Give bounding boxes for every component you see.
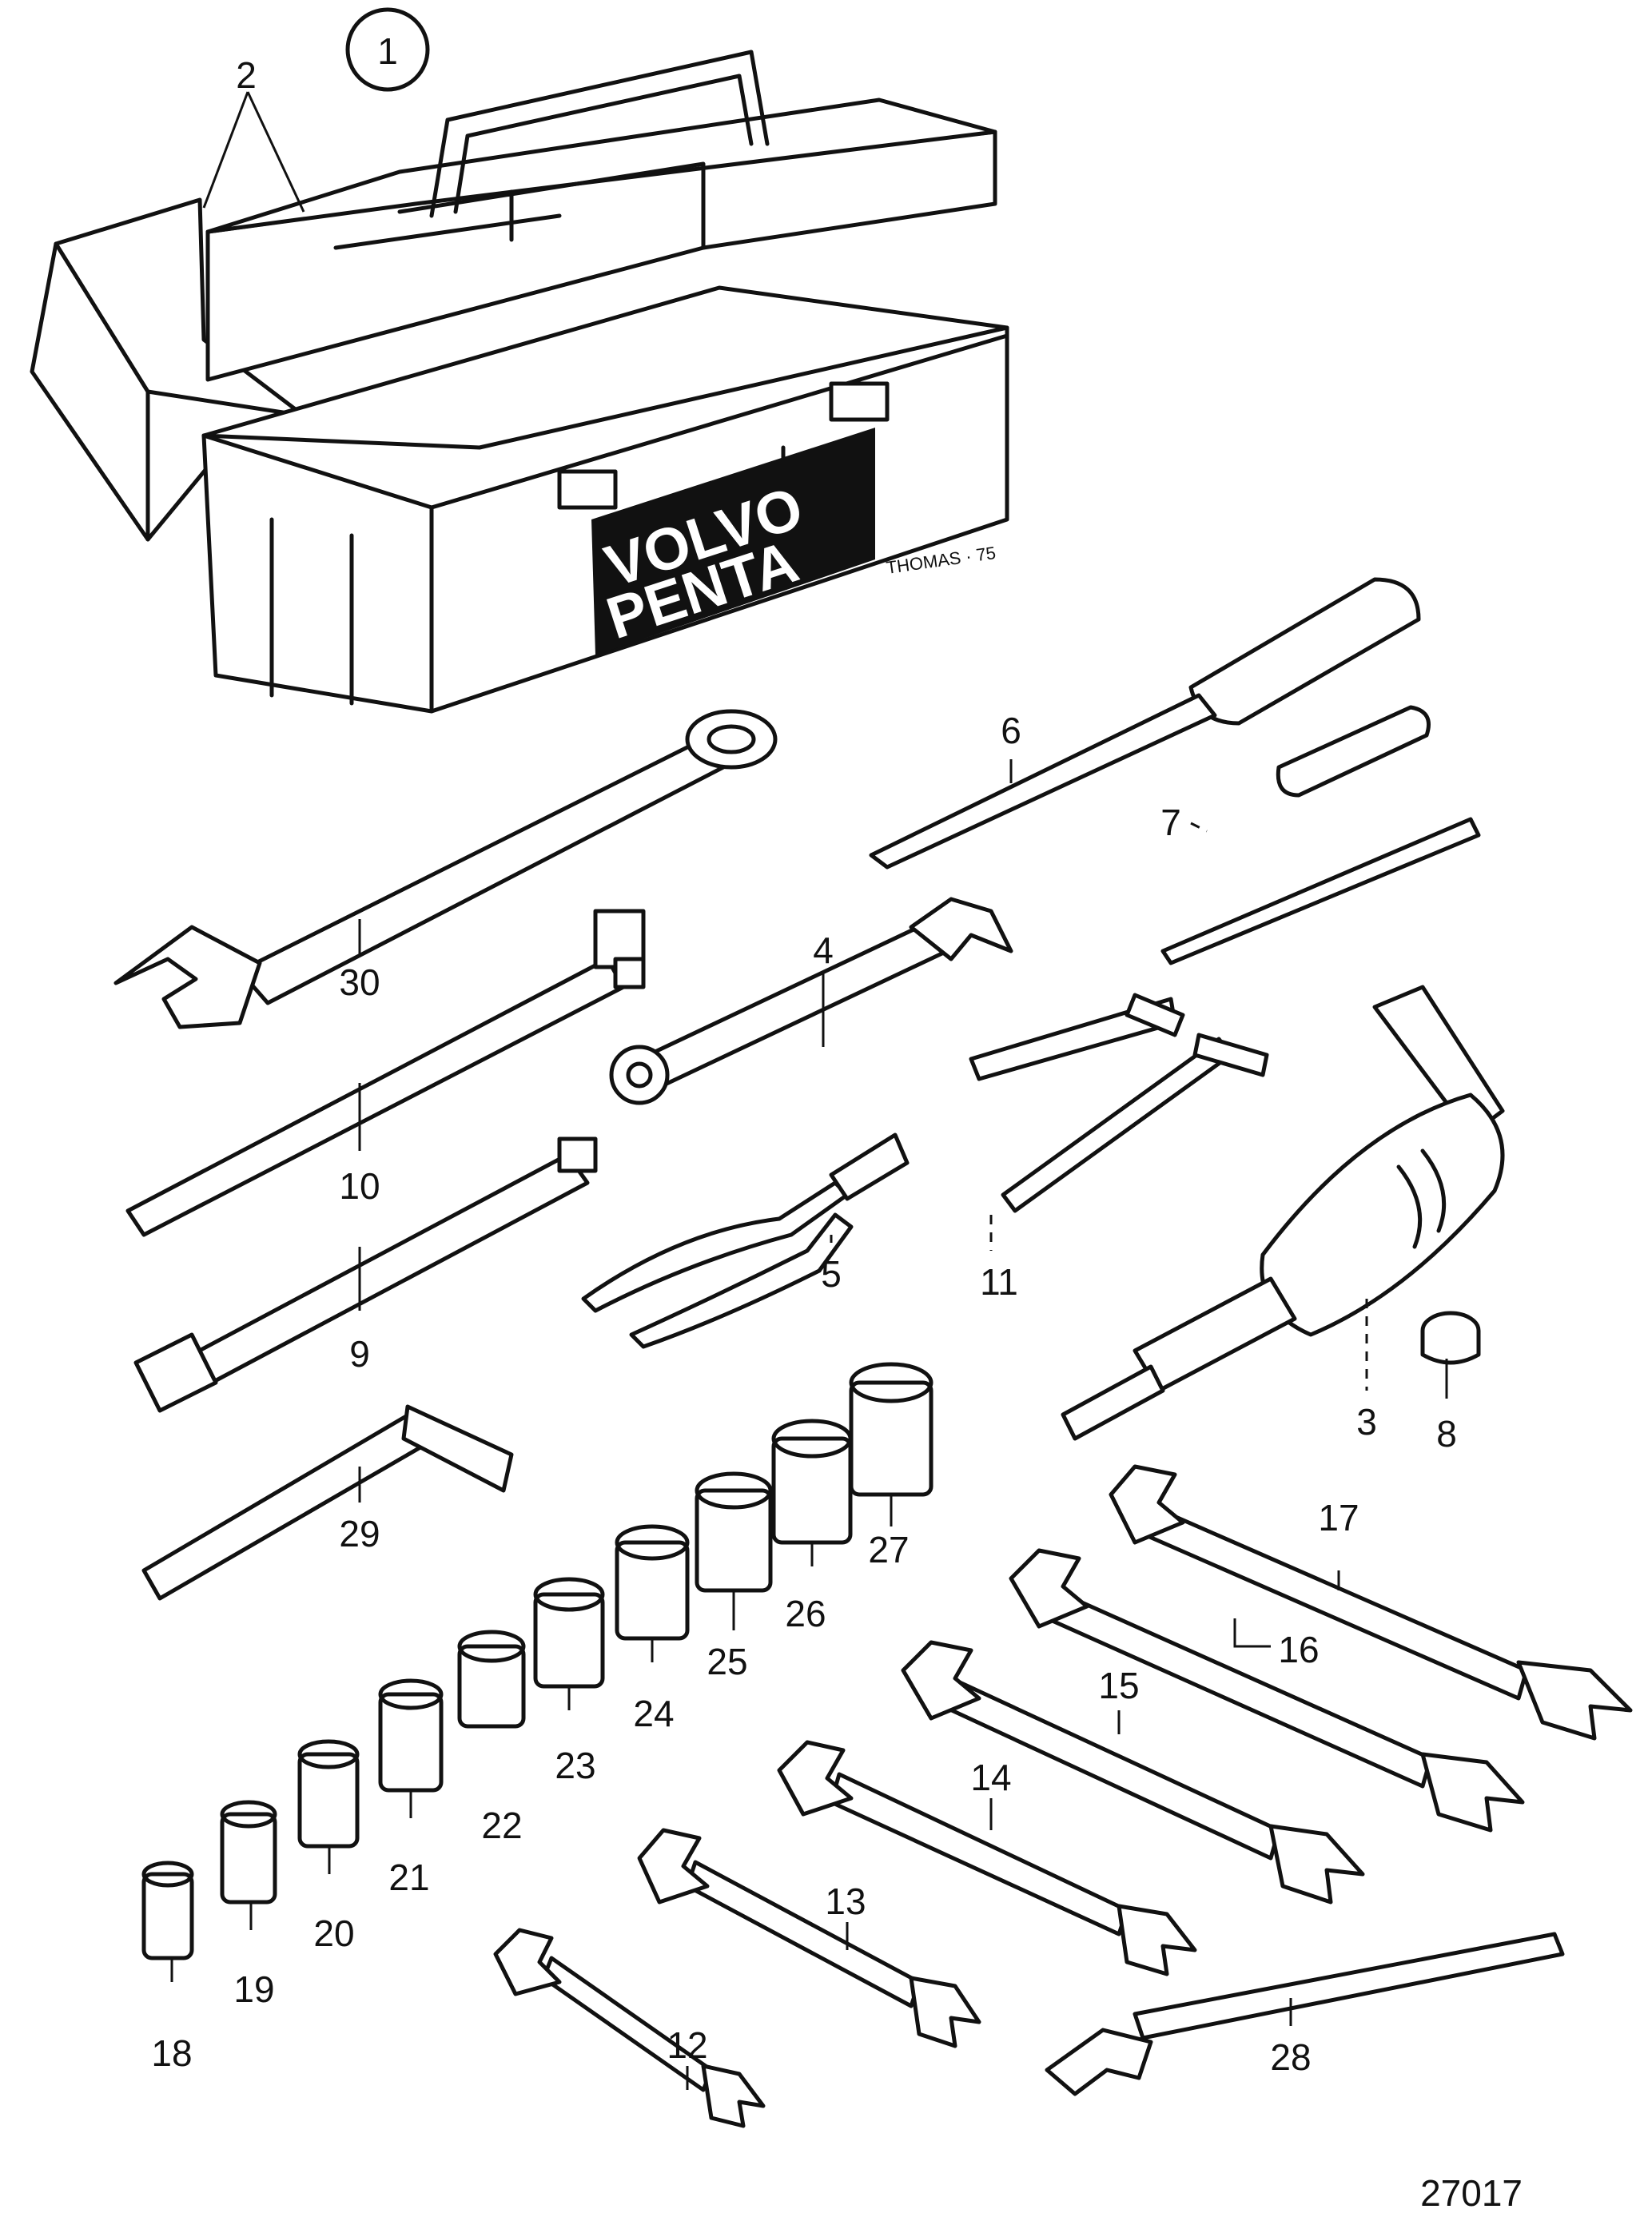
callout-29: 29 [339, 1513, 380, 1554]
figure-number: 27017 [1420, 2172, 1523, 2214]
socket-24 [615, 1524, 690, 1641]
callout-5: 5 [821, 1253, 842, 1295]
toolbox-drawing: VOLVO PENTA THOMAS · 75 [30, 50, 1009, 714]
callout-20: 20 [313, 1913, 354, 1954]
socket-19 [220, 1800, 277, 1905]
callout-26: 26 [785, 1593, 826, 1634]
large-hex-key-29 [141, 1404, 514, 1601]
wrench-14 [777, 1740, 1197, 1976]
wrench-leaders [686, 1570, 1340, 2090]
callout-12: 12 [667, 2024, 707, 2066]
callout-13: 13 [825, 1881, 866, 1922]
callout-8: 8 [1436, 1413, 1457, 1455]
socket-26 [771, 1419, 853, 1545]
extension-bar-9 [133, 1136, 598, 1413]
callout-19: 19 [233, 1968, 274, 2010]
callout-23: 23 [555, 1745, 595, 1786]
callout-16: 16 [1278, 1629, 1319, 1670]
hex-keys-11 [969, 993, 1269, 1213]
callout-25: 25 [707, 1641, 747, 1682]
wrench-28 [1045, 1932, 1565, 2096]
wrench-12 [493, 1928, 766, 2128]
socket-20 [297, 1739, 360, 1849]
screwdriver-6 [869, 577, 1421, 870]
callout-7: 7 [1160, 802, 1181, 843]
callout-10: 10 [339, 1165, 380, 1207]
callout-21: 21 [388, 1857, 429, 1898]
socket-22 [457, 1630, 526, 1729]
socket-27 [849, 1362, 933, 1497]
callout-3: 3 [1356, 1401, 1377, 1443]
open-end-wrenches [493, 1464, 1633, 2128]
socket-23 [533, 1577, 605, 1689]
callout-2: 2 [236, 54, 257, 96]
combination-wrench-30 [113, 709, 778, 1029]
t-handle-bar-10 [125, 909, 646, 1237]
callout-11: 11 [980, 1261, 1018, 1303]
socket-21 [378, 1678, 444, 1793]
callout-6: 6 [1001, 710, 1021, 751]
callout-17: 17 [1318, 1497, 1359, 1538]
callout-24: 24 [633, 1693, 674, 1734]
callout-14: 14 [970, 1757, 1011, 1798]
sockets-18-27 [141, 1362, 933, 1960]
wrench-17 [1109, 1464, 1633, 1741]
pliers-5 [581, 1132, 910, 1349]
callout-15: 15 [1098, 1665, 1139, 1706]
callout-30: 30 [339, 961, 380, 1003]
grease-gun-3 [1061, 985, 1505, 1441]
socket-18 [141, 1861, 194, 1960]
callout-18: 18 [151, 2032, 192, 2074]
callout-22: 22 [481, 1805, 522, 1846]
screwdriver-7 [1160, 705, 1481, 965]
socket-25 [695, 1471, 773, 1593]
wrench-16 [1009, 1548, 1525, 1833]
group-number: 1 [377, 30, 398, 72]
callout-9: 9 [349, 1333, 370, 1375]
wrench-13 [637, 1828, 981, 2048]
wrench-15 [901, 1640, 1365, 1905]
group-number-circle: 1 [345, 7, 430, 92]
callout-27: 27 [868, 1529, 909, 1570]
socket-leaders [170, 1495, 893, 1982]
nozzle-cap-8 [1420, 1311, 1481, 1365]
adjustable-wrench-4 [609, 897, 1013, 1105]
callout-4: 4 [813, 929, 834, 971]
callout-28: 28 [1270, 2036, 1311, 2078]
